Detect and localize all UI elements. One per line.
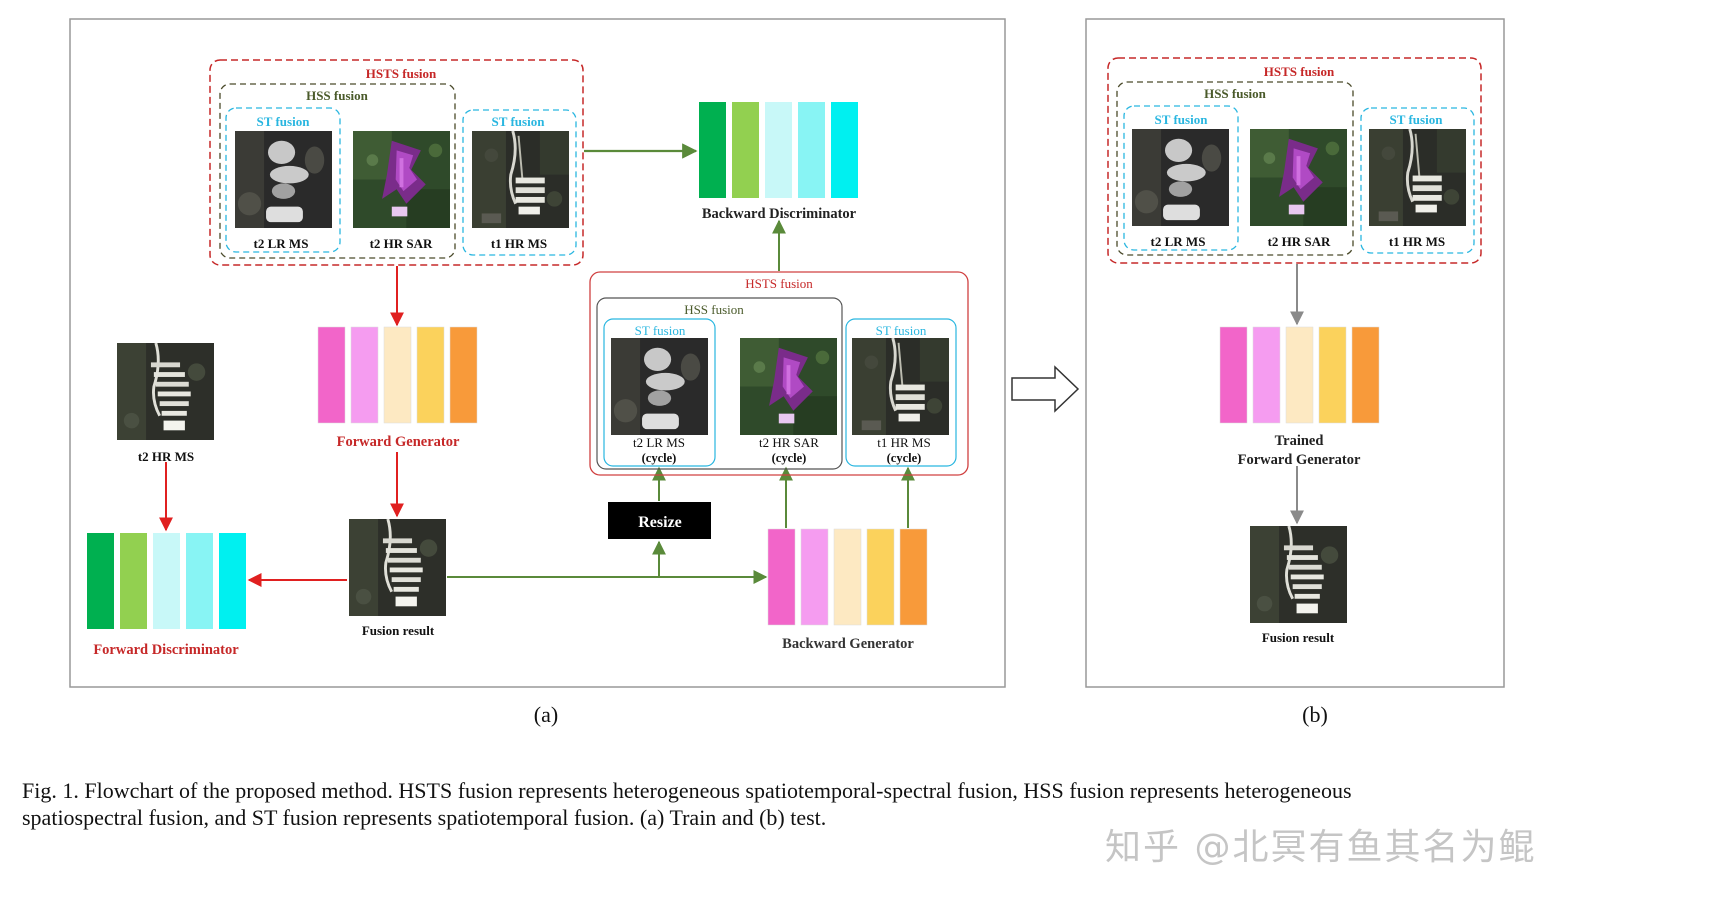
st-box-right-b: [1360, 107, 1475, 254]
backward-generator-label: Backward Generator: [782, 636, 914, 652]
st-title-right-b: ST fusion: [1390, 112, 1444, 127]
right-arrow-icon: [1011, 365, 1080, 413]
img2-cycle-label: t2 HR SAR: [759, 435, 819, 450]
caption-line-1: Fig. 1. Flowchart of the proposed method…: [22, 778, 1352, 803]
disc-bar: [153, 533, 180, 629]
hss-box-cycle: [596, 297, 843, 470]
trained-label: Trained: [1275, 433, 1324, 449]
gen-bar: [1252, 326, 1281, 424]
st-title-left: ST fusion: [257, 114, 311, 129]
panel-a-label: (a): [534, 702, 558, 727]
panel-b-hsts-group: HSTS fusion HSS fusion ST fusion ST fusi…: [1107, 57, 1482, 264]
forward-discriminator: Forward Discriminator: [87, 533, 246, 658]
fusion-result-image-b: [1250, 526, 1347, 623]
backward-discriminator: Backward Discriminator: [699, 102, 858, 222]
st-box-right-cycle: [845, 318, 957, 467]
img2-label-b: t2 HR SAR: [1268, 234, 1331, 249]
disc-bar: [120, 533, 147, 629]
hss-title: HSS fusion: [306, 88, 369, 103]
hss-title-cycle: HSS fusion: [684, 302, 744, 317]
img3-cycle-label: t1 HR MS: [877, 435, 930, 450]
disc-bar: [765, 102, 792, 198]
panel-a-cycle-hsts-group: HSTS fusion HSS fusion ST fusion ST fusi…: [589, 271, 969, 476]
disc-bar: [798, 102, 825, 198]
caption-line-2: spatiospectral fusion, and ST fusion rep…: [22, 805, 827, 830]
st-title-right-cycle: ST fusion: [876, 323, 927, 338]
gen-bar: [317, 326, 346, 424]
forward-generator-b-label: Forward Generator: [1238, 452, 1361, 468]
gen-bar: [1318, 326, 1347, 424]
hsts-title-b: HSTS fusion: [1264, 64, 1335, 79]
panel-a-top-hsts-group: HSTS fusion HSS fusion ST fusion ST fusi…: [209, 59, 584, 266]
cycle-tag-3: (cycle): [887, 451, 922, 465]
img1-cycle-label: t2 LR MS: [633, 435, 685, 450]
watermark: 知乎 @北冥有鱼其名为鲲: [1105, 827, 1537, 868]
hsts-title-cycle: HSTS fusion: [745, 276, 813, 291]
t1-hr-ms-image-b: [1369, 129, 1466, 226]
disc-bar: [699, 102, 726, 198]
t2-lr-ms-cycle-image: [611, 338, 708, 435]
resize-box: [608, 502, 711, 539]
gen-bar: [1219, 326, 1248, 424]
st-title-right: ST fusion: [492, 114, 546, 129]
panel-a-frame: [69, 18, 1006, 688]
fusion-result-label: Fusion result: [362, 623, 435, 638]
forward-generator-label: Forward Generator: [337, 434, 460, 450]
gen-bar: [899, 528, 928, 626]
img2-label: t2 HR SAR: [370, 236, 433, 251]
t2-hr-sar-image-b: [1250, 129, 1347, 226]
gen-bar: [800, 528, 829, 626]
cycle-tag-1: (cycle): [642, 451, 677, 465]
gen-bar: [833, 528, 862, 626]
disc-bar: [186, 533, 213, 629]
t1-hr-ms-image: [472, 131, 569, 228]
st-box-left-cycle: [603, 318, 716, 467]
resize-label: Resize: [638, 514, 682, 531]
t2-hr-sar-cycle-image: [740, 338, 837, 435]
disc-bar: [87, 533, 114, 629]
t2-lr-ms-image: [235, 131, 332, 228]
t2-hr-ms-image: [117, 343, 214, 440]
t2-hr-sar-image: [353, 131, 450, 228]
gen-bar: [1285, 326, 1314, 424]
img1-label: t2 LR MS: [254, 236, 309, 251]
gen-bar: [1351, 326, 1380, 424]
st-title-left-cycle: ST fusion: [635, 323, 686, 338]
cycle-tag-2: (cycle): [772, 451, 807, 465]
forward-generator: Forward Generator: [317, 326, 478, 450]
backward-generator: Backward Generator: [767, 528, 928, 652]
st-box-left: [225, 107, 341, 253]
hsts-box: [209, 59, 584, 266]
st-box-left-b: [1123, 105, 1239, 251]
gen-bar: [866, 528, 895, 626]
disc-bar: [831, 102, 858, 198]
trained-forward-generator: Trained Forward Generator: [1219, 326, 1380, 468]
forward-discriminator-label: Forward Discriminator: [93, 642, 239, 658]
panel-b-frame: [1085, 18, 1505, 688]
img1-label-b: t2 LR MS: [1151, 234, 1206, 249]
fusion-result-image: [349, 519, 446, 616]
gen-bar: [416, 326, 445, 424]
t2-lr-ms-image-b: [1132, 129, 1229, 226]
gen-bar: [350, 326, 379, 424]
hsts-title: HSTS fusion: [366, 66, 437, 81]
fusion-result-label-b: Fusion result: [1262, 630, 1335, 645]
t1-hr-ms-cycle-image: [852, 338, 949, 435]
hsts-box-b: [1107, 57, 1482, 264]
st-title-left-b: ST fusion: [1155, 112, 1209, 127]
backward-discriminator-label: Backward Discriminator: [702, 206, 857, 222]
disc-bar: [732, 102, 759, 198]
st-box-right: [462, 109, 577, 256]
gen-bar: [767, 528, 796, 626]
hsts-box-cycle: [589, 271, 969, 476]
gen-bar: [449, 326, 478, 424]
disc-bar: [219, 533, 246, 629]
panel-b-label: (b): [1302, 702, 1328, 727]
hss-title-b: HSS fusion: [1204, 86, 1267, 101]
gen-bar: [383, 326, 412, 424]
img3-label-b: t1 HR MS: [1389, 234, 1445, 249]
t2-hr-ms-label: t2 HR MS: [138, 449, 194, 464]
img3-label: t1 HR MS: [491, 236, 547, 251]
